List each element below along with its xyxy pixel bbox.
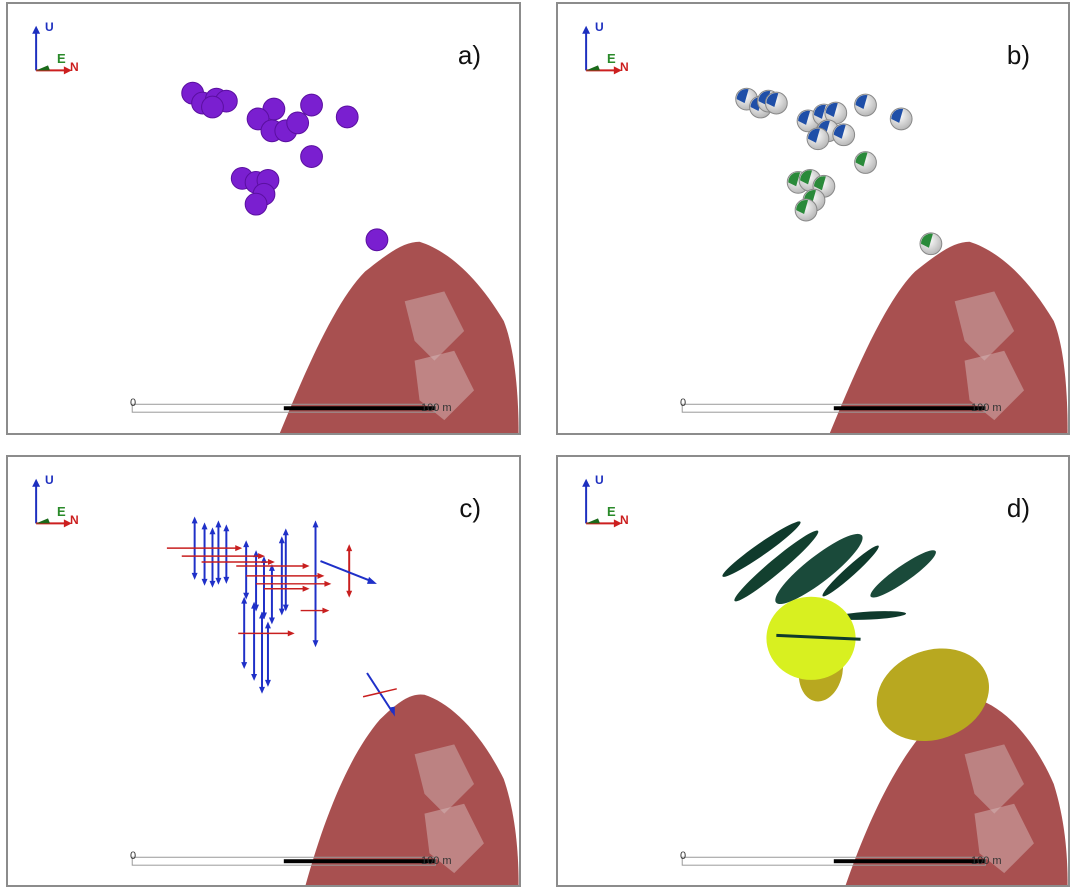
vector-arrow [263, 585, 310, 592]
vector-arrow [238, 630, 295, 637]
axis-triad [32, 25, 72, 75]
scale-start: 0 [680, 397, 687, 409]
vector-arrow [215, 520, 222, 585]
vector-arrow [256, 580, 332, 587]
fracture-disc [822, 545, 879, 597]
vector-arrow [362, 672, 397, 717]
axis-triad [582, 478, 622, 528]
beachball [889, 107, 913, 131]
scale-end: 100 m [421, 855, 452, 867]
panel-d: U E N 0 100 m d) [556, 455, 1070, 887]
fracture-discs [722, 521, 989, 742]
panel-b: U E N 0 100 m b) [556, 2, 1070, 435]
mine-surface [845, 698, 1068, 885]
vector-arrow [201, 559, 275, 565]
beachball [806, 127, 830, 151]
event-sphere [286, 111, 310, 135]
scale-bar [681, 403, 986, 413]
event-sphere [201, 95, 224, 119]
focal-mechanism-beachballs [735, 87, 943, 256]
fracture-disc [870, 550, 936, 598]
vector-arrow [282, 528, 289, 612]
scale-bar [131, 403, 436, 413]
scale-end: 100 m [421, 402, 452, 414]
scale-end: 100 m [971, 855, 1002, 867]
vector-arrow [246, 572, 325, 579]
beachball [919, 232, 943, 256]
vector-arrow [251, 601, 258, 681]
vector-arrow [264, 621, 271, 687]
scene-c [32, 478, 519, 885]
axis-label-n: N [620, 513, 629, 527]
scale-start: 0 [130, 850, 137, 862]
axis-label-u: U [595, 20, 604, 34]
scene-a [32, 25, 519, 433]
beachball [832, 123, 856, 147]
event-sphere [300, 93, 323, 117]
fracture-disc [775, 533, 863, 605]
beachball [854, 151, 877, 174]
vector-arrow [300, 607, 330, 614]
scale-start: 0 [130, 397, 137, 409]
fracture-disc [776, 633, 861, 641]
event-spheres [181, 81, 389, 252]
axis-triad [32, 478, 72, 528]
vector-arrow [201, 522, 208, 586]
fracture-disc [722, 521, 801, 577]
panel-c: U E N 0 100 m c) [6, 455, 521, 887]
mine-surface [305, 694, 519, 885]
vector-arrow [223, 524, 230, 584]
beachball [854, 93, 877, 117]
fracture-disc [876, 648, 989, 742]
vector-arrow [259, 611, 265, 694]
axis-label-n: N [70, 513, 79, 527]
axis-label-u: U [45, 20, 54, 34]
vector-arrow [346, 544, 353, 598]
axis-label-u: U [45, 473, 54, 487]
axis-label-u: U [595, 473, 604, 487]
event-sphere [335, 105, 359, 129]
panel-label-d: d) [1006, 493, 1030, 523]
stress-axis-vectors [166, 516, 397, 717]
scale-end: 100 m [971, 402, 1002, 414]
vector-arrow [181, 553, 265, 560]
panel-label-a: a) [457, 40, 481, 70]
vector-arrow [268, 564, 275, 625]
panel-a: U E N 0 100 m a) [6, 2, 521, 435]
mine-surface [279, 241, 519, 433]
fracture-disc [734, 530, 819, 602]
axis-label-n: N [70, 60, 79, 74]
mine-surface [829, 241, 1068, 433]
event-sphere [365, 228, 389, 252]
vector-arrow [243, 540, 250, 600]
vector-arrow [166, 545, 243, 552]
vector-arrow [209, 527, 216, 588]
panel-label-b: b) [1006, 40, 1030, 70]
axis-label-e: E [57, 51, 66, 66]
beachball [824, 101, 848, 125]
scene-d [582, 478, 1068, 885]
axis-triad [582, 25, 622, 75]
beachball [764, 91, 788, 115]
axis-label-e: E [607, 51, 616, 66]
vector-arrow [236, 563, 310, 569]
scale-start: 0 [680, 850, 687, 862]
event-sphere [300, 145, 323, 168]
scene-b [582, 25, 1068, 433]
scale-bar [681, 856, 986, 866]
axis-label-e: E [607, 504, 616, 519]
fracture-disc [834, 611, 907, 620]
vector-arrow [320, 560, 377, 584]
scale-bar [131, 856, 436, 866]
panel-label-c: c) [459, 493, 481, 523]
axis-label-e: E [57, 504, 66, 519]
axis-label-n: N [620, 60, 629, 74]
beachball [794, 198, 818, 222]
event-sphere [244, 192, 268, 216]
